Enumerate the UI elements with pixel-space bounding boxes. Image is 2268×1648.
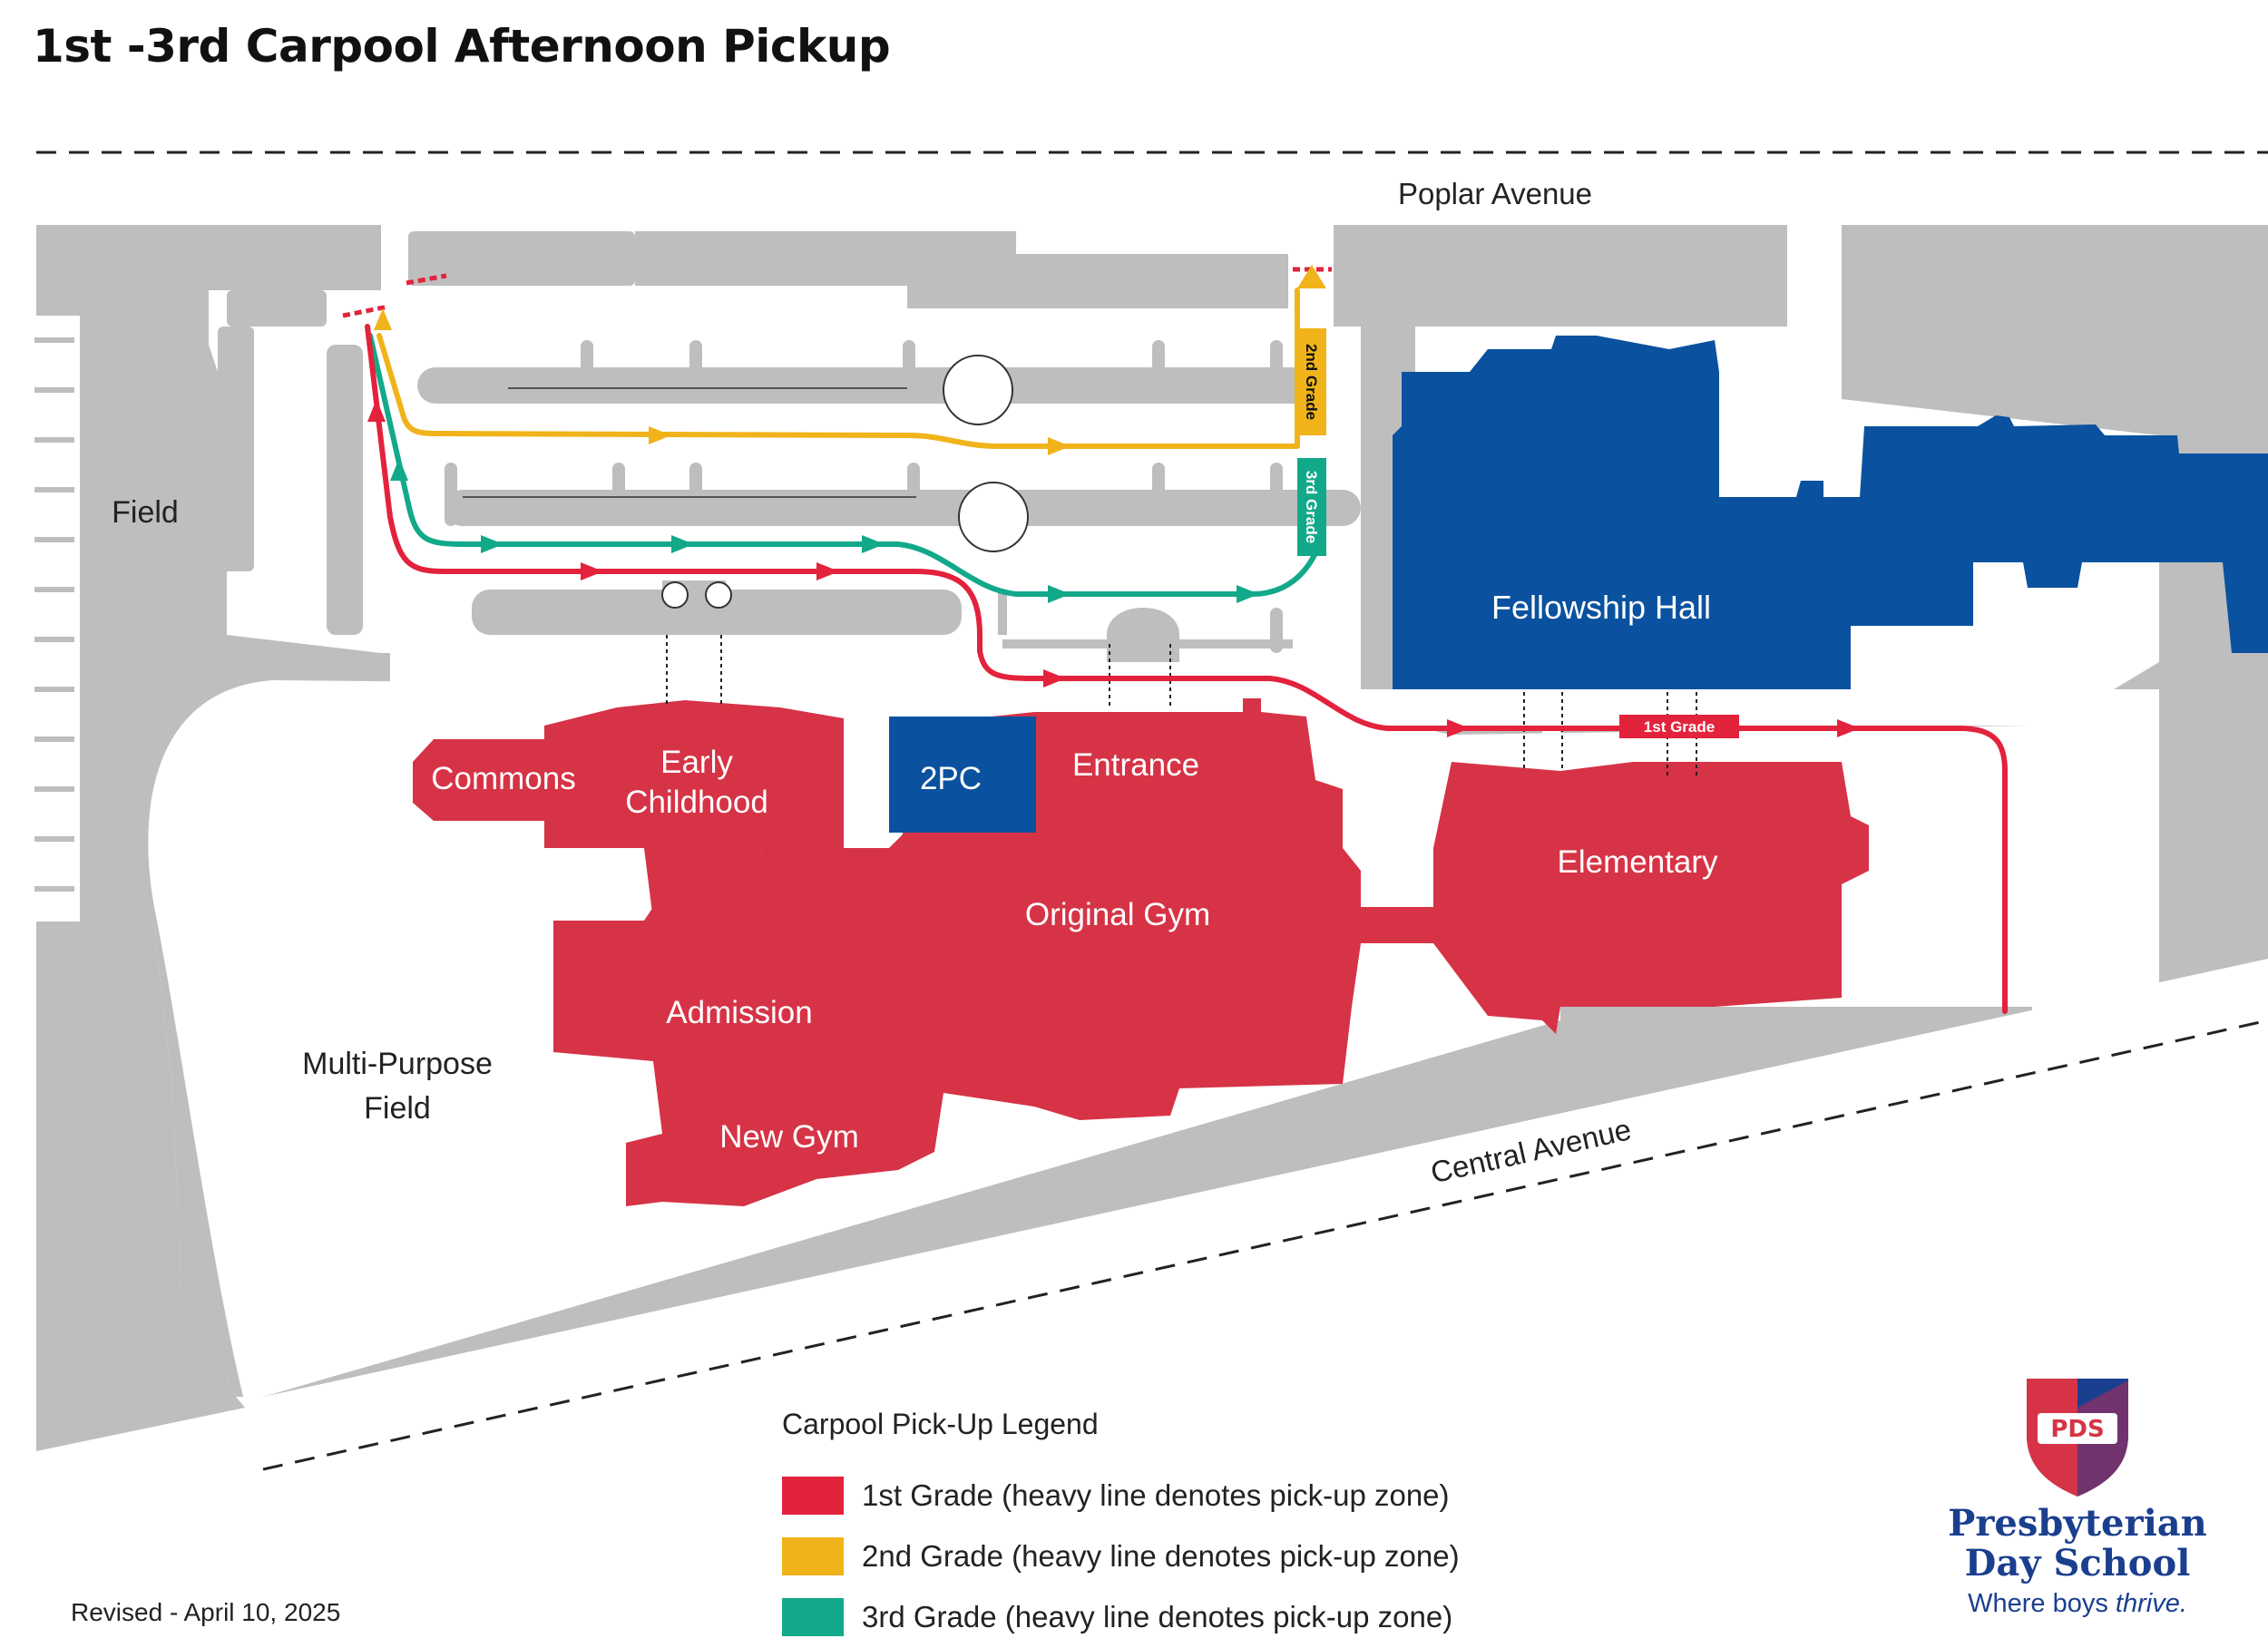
commons-label: Commons (431, 761, 575, 796)
logo-badge-text: PDS (2050, 1416, 2104, 1443)
legend-swatch-yellow (782, 1537, 844, 1575)
tree-icon (958, 482, 1029, 552)
logo-line1: Presbyterian (1948, 1502, 2207, 1545)
zone-3rd-grade (1297, 458, 1326, 556)
zone-2nd-grade (1297, 328, 1326, 435)
zone-3rd-grade-label: 3rd Grade (1303, 471, 1320, 543)
field-parking-lines (34, 337, 74, 892)
field-parking-stripes (34, 316, 80, 922)
parking-islands (218, 231, 1361, 662)
legend-label: 3rd Grade (heavy line denotes pick-up zo… (862, 1600, 1453, 1633)
fellowship-hall-building (1393, 336, 2268, 689)
route-1st-grade (365, 324, 2008, 1014)
legend-item-2nd-grade: 2nd Grade (heavy line denotes pick-up zo… (782, 1537, 1460, 1575)
admission-label: Admission (666, 995, 812, 1030)
tree-icon (661, 581, 689, 609)
new-gym-label: New Gym (719, 1119, 859, 1155)
two-pc-label: 2PC (920, 761, 982, 796)
logo-tagline-emphasis: thrive. (2115, 1589, 2187, 1618)
route-3rd-grade (367, 333, 1318, 597)
elementary-label: Elementary (1557, 844, 1718, 880)
parking-row-lines (463, 387, 916, 498)
arrow-2nd-up (1297, 265, 1326, 288)
tree-icons (661, 355, 1029, 609)
central-avenue-line (262, 1019, 2268, 1471)
multi-purpose-field-label-1: Multi-Purpose (302, 1047, 493, 1081)
early-childhood-label-2: Childhood (625, 785, 768, 820)
zone-2nd-grade-label: 2nd Grade (1303, 344, 1320, 420)
gate-icon (406, 273, 447, 286)
zone-1st-grade-label: 1st Grade (1644, 718, 1715, 736)
legend-swatch-green (782, 1598, 844, 1636)
legend-item-1st-grade: 1st Grade (heavy line denotes pick-up zo… (782, 1477, 1450, 1515)
tree-icon (943, 355, 1013, 425)
school-logo: PDS Presbyterian Day School Where boys t… (1923, 1371, 2232, 1625)
field-label: Field (112, 495, 179, 530)
legend-label: 2nd Grade (heavy line denotes pick-up zo… (862, 1539, 1460, 1573)
logo-tagline: Where boys thrive. (1923, 1589, 2232, 1619)
zone-1st-grade (1619, 715, 1739, 738)
poplar-avenue-label: Poplar Avenue (1398, 177, 1592, 210)
legend-item-3rd-grade: 3rd Grade (heavy line denotes pick-up zo… (782, 1598, 1452, 1636)
entrance-label: Entrance (1072, 747, 1199, 783)
early-childhood-label-1: Early (660, 745, 733, 780)
logo-line2: Day School (1964, 1542, 2191, 1585)
route-arrows (367, 308, 1860, 737)
buildings-red (413, 698, 1869, 1206)
fellowship-hall-label: Fellowship Hall (1491, 589, 1711, 626)
shield-icon: PDS (2027, 1379, 2128, 1497)
route-2nd-grade (376, 288, 1300, 449)
legend-label: 1st Grade (heavy line denotes pick-up zo… (862, 1478, 1450, 1512)
legend-swatch-red (782, 1477, 844, 1515)
revised-date: Revised - April 10, 2025 (71, 1598, 341, 1626)
original-gym-label: Original Gym (1025, 897, 1210, 932)
logo-tagline-prefix: Where boys (1968, 1589, 2116, 1618)
early-childhood-building (544, 700, 844, 921)
page-title: 1st -3rd Carpool Afternoon Pickup (33, 20, 891, 73)
multi-purpose-field-label-2: Field (364, 1091, 431, 1126)
gate-icon (342, 304, 389, 318)
two-pc-building (889, 717, 1036, 833)
main-complex-building (553, 698, 1869, 1206)
tree-icon (705, 581, 732, 609)
gate-icons (342, 267, 1332, 318)
commons-building (413, 739, 562, 821)
legend-title: Carpool Pick-Up Legend (782, 1408, 1099, 1440)
buildings-blue (889, 336, 2268, 833)
